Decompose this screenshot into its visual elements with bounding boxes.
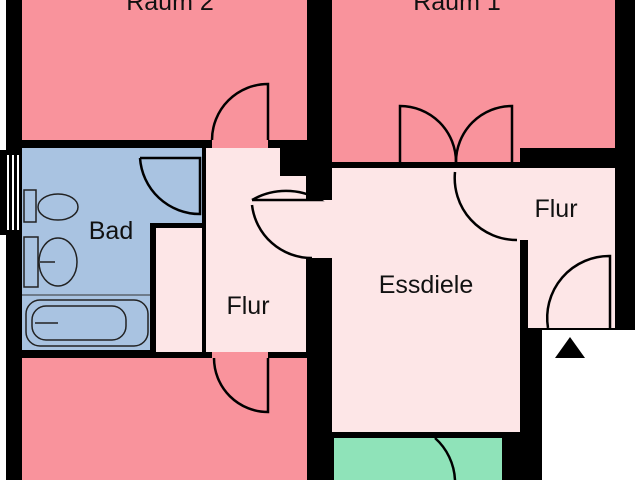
bathtub-icon: [25, 299, 149, 347]
label-essdiele: Essdiele: [379, 271, 474, 299]
door-recess: [212, 352, 268, 360]
label-flur-right: Flur: [534, 195, 577, 223]
label-raum1: Raum 1: [413, 0, 501, 16]
room-flur-right-lower: [528, 240, 615, 328]
room-bad: [22, 148, 202, 223]
outside-right: [635, 0, 640, 330]
door-swing: [250, 204, 313, 260]
label-flur-left: Flur: [226, 292, 269, 320]
closet: [156, 228, 202, 352]
room-raum2: [22, 0, 307, 140]
wall-pillar: [280, 148, 306, 176]
door-swing: [251, 189, 325, 202]
sink-icon: [23, 236, 78, 288]
room-raum1: [332, 0, 615, 148]
door-swing: [212, 357, 270, 414]
door-swing: [453, 171, 518, 242]
door-swing: [545, 254, 612, 329]
door-swing: [138, 156, 202, 216]
window-icon: [7, 155, 19, 230]
doors: [138, 82, 612, 480]
room-bad-lower: [22, 223, 150, 350]
door-swing: [210, 82, 270, 141]
outside-left: [0, 0, 6, 150]
balcony: [334, 438, 502, 480]
label-raum2: Raum 2: [126, 0, 214, 16]
outside-left: [0, 235, 6, 480]
entrance-area: [542, 330, 640, 480]
door-swing: [398, 104, 458, 163]
label-bad: Bad: [89, 217, 133, 245]
room-bottom-left: [22, 358, 307, 480]
room-raum1-ext: [332, 148, 520, 162]
toilet-icon: [23, 189, 79, 223]
door-recess: [212, 135, 268, 149]
door-swing: [454, 104, 514, 163]
entrance-arrow-icon: [555, 337, 585, 358]
door-swing: [434, 437, 457, 480]
passage: [250, 200, 332, 258]
